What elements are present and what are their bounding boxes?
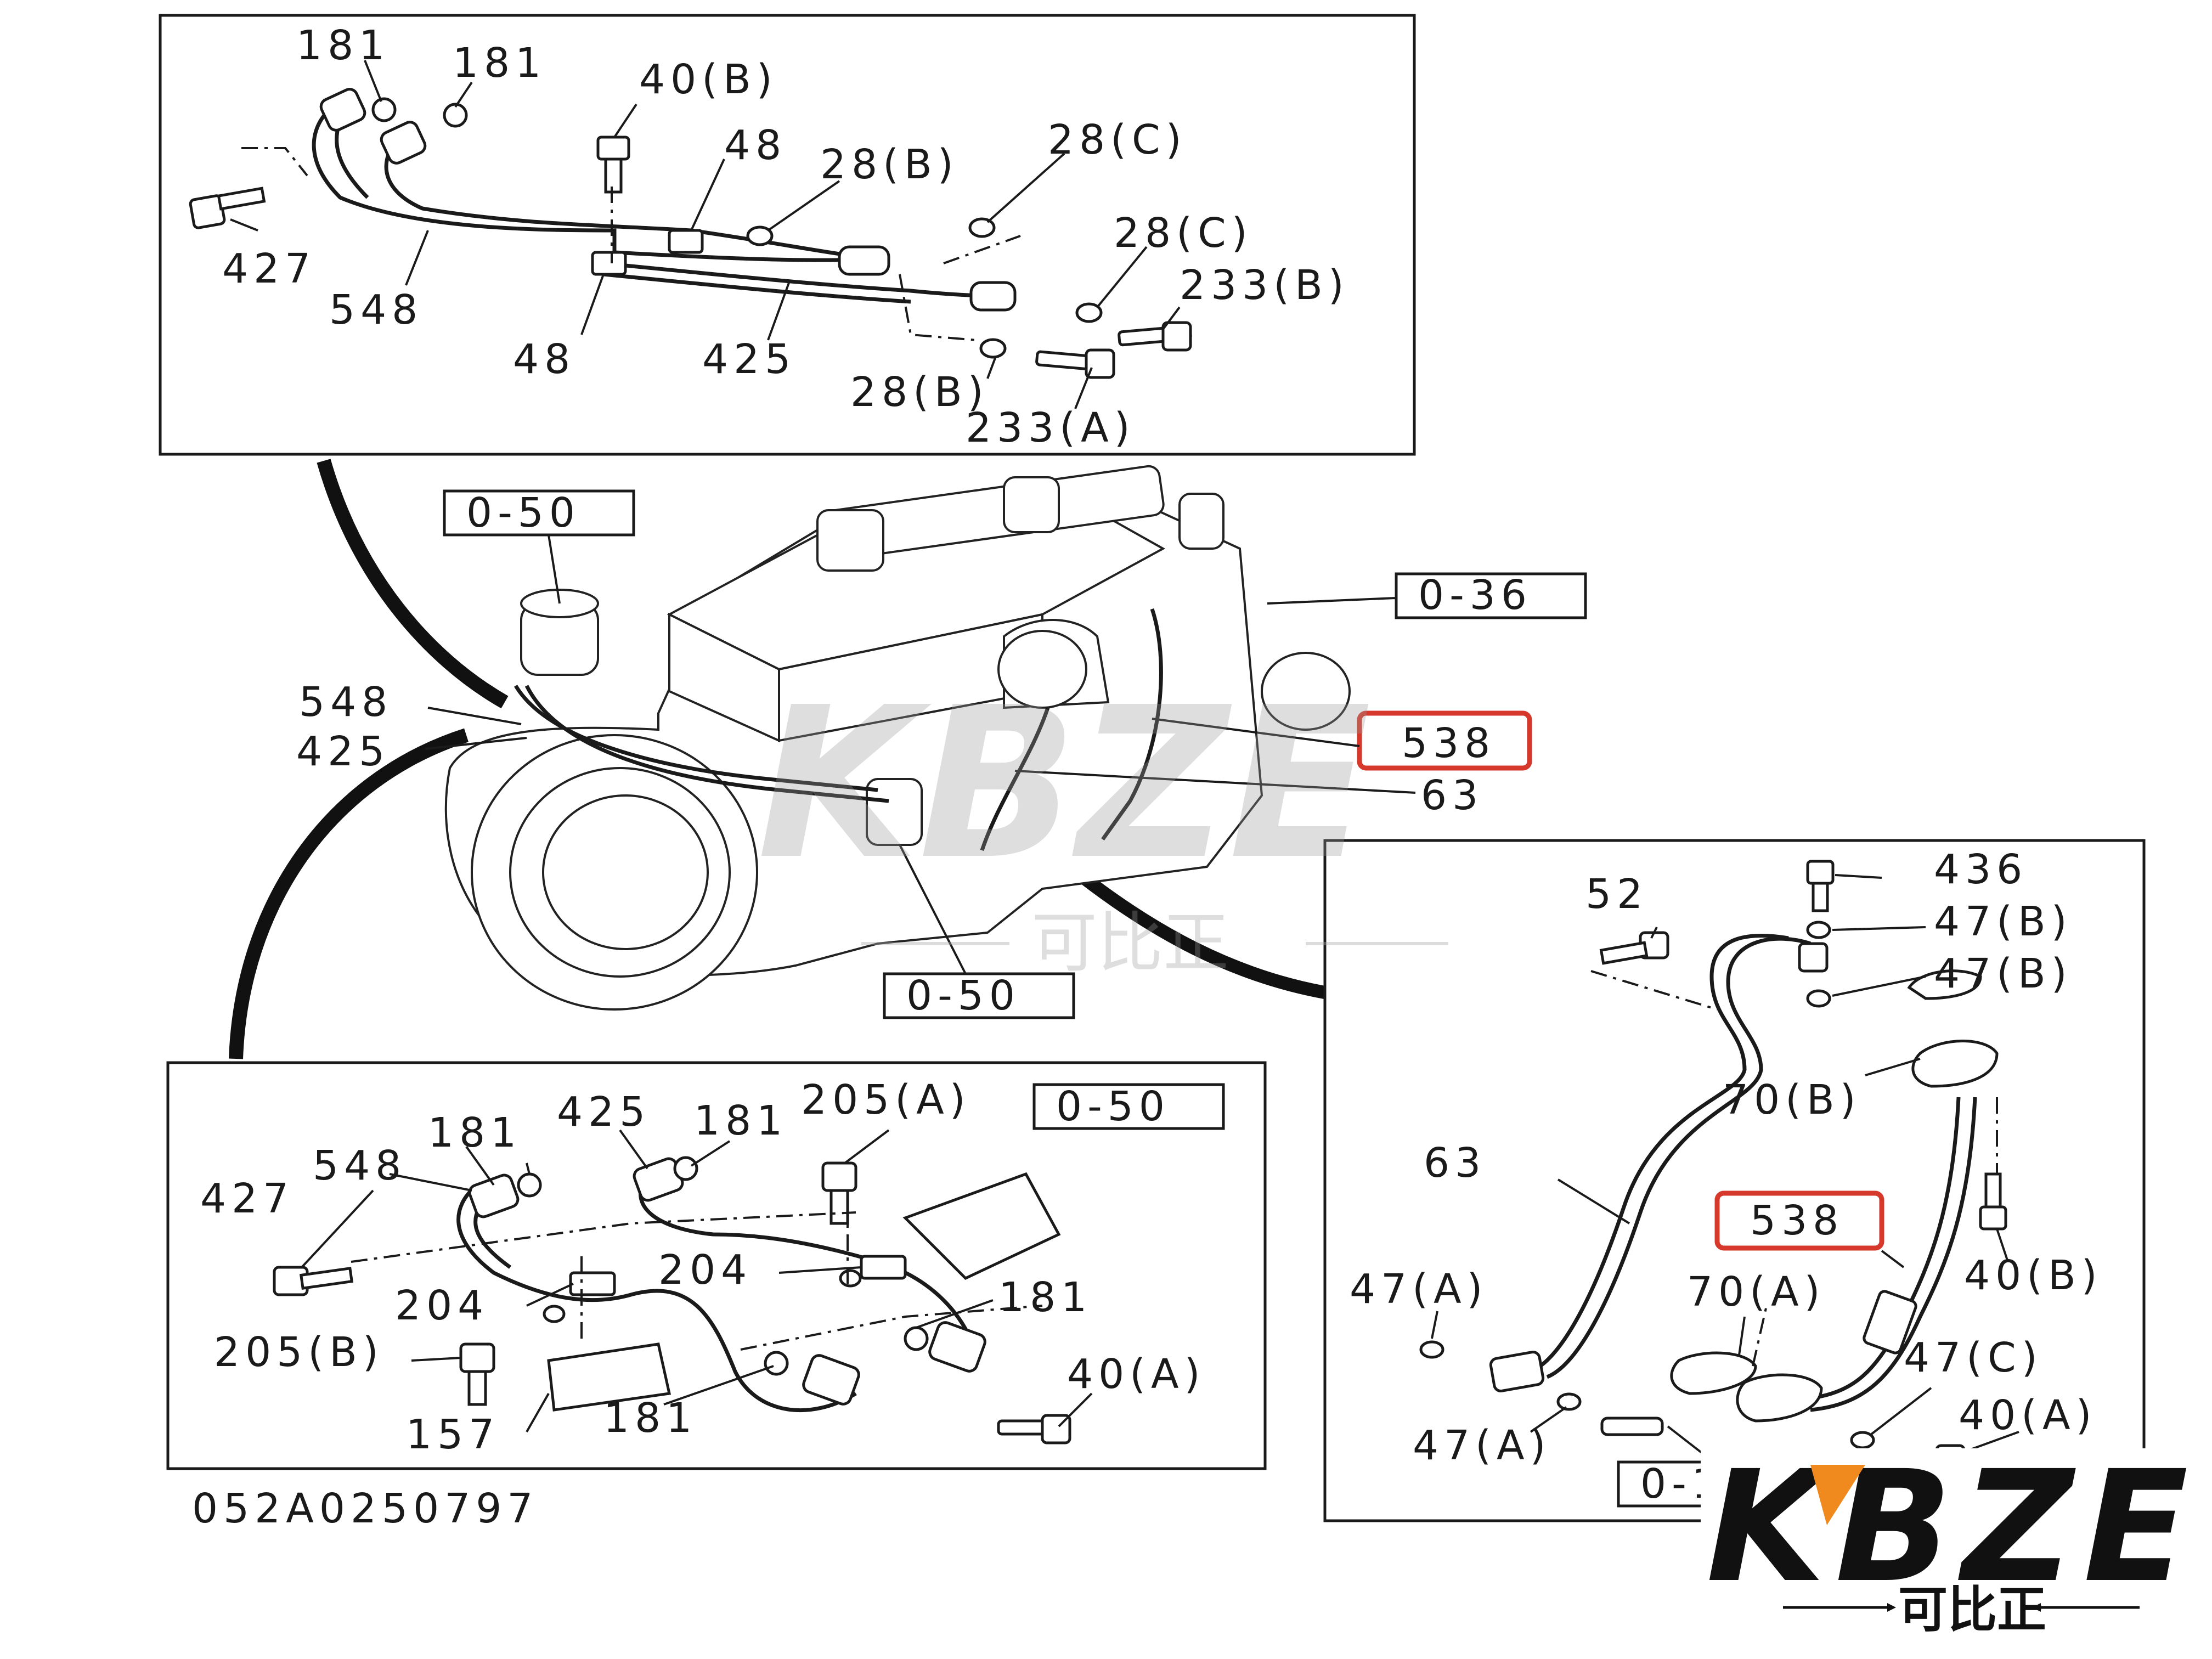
bl-label-181-d: 181	[603, 1395, 697, 1442]
bottom-left-detail-panel	[166, 1061, 1267, 1470]
watermark-brand-center: KBZE	[757, 662, 1371, 905]
callout-curve-right	[1065, 861, 1329, 1000]
center-label-548: 548	[299, 679, 393, 726]
corner-logo-brand: KBZE	[1706, 1438, 2198, 1617]
bl-label-427: 427	[200, 1175, 294, 1222]
bottom-left-drawing	[273, 1129, 1093, 1444]
top-label-28c-b: 28(C)	[1114, 210, 1253, 257]
bl-label-181-c: 181	[998, 1274, 1092, 1321]
bl-label-205b: 205(B)	[214, 1329, 384, 1376]
rp-label-47b-a: 47(B)	[1934, 898, 2073, 945]
rp-label-47a-b: 47(A)	[1413, 1422, 1551, 1469]
top-label-28b-b: 28(B)	[850, 369, 989, 416]
callout-curve-top	[317, 459, 509, 709]
ref-box-top-050	[443, 489, 635, 537]
bl-label-205a: 205(A)	[801, 1076, 971, 1124]
bl-label-157: 157	[406, 1411, 500, 1458]
top-label-48-a: 48	[724, 122, 787, 169]
rp-label-70a: 70(A)	[1687, 1268, 1826, 1316]
rp-label-63: 63	[1424, 1139, 1486, 1187]
top-label-548: 548	[329, 286, 423, 334]
top-label-181-a: 181	[296, 22, 390, 69]
right-panel-drawing	[1419, 860, 2019, 1475]
rp-label-47b-b: 47(B)	[1934, 950, 2073, 997]
corner-logo: KBZE 可比正	[1701, 1438, 2212, 1659]
rp-label-436: 436	[1934, 846, 2028, 893]
ref-top-050: 0-50	[466, 489, 580, 537]
rp-label-40a: 40(A)	[1959, 1392, 2097, 1439]
corner-logo-accent	[1810, 1465, 1865, 1525]
top-label-427: 427	[222, 245, 316, 292]
ref-box-right-036	[1395, 572, 1587, 619]
top-label-40b: 40(B)	[639, 56, 778, 103]
bl-label-40a: 40(A)	[1067, 1351, 1206, 1398]
bl-label-181-b: 181	[694, 1097, 788, 1144]
rp-label-47c: 47(C)	[1904, 1334, 2043, 1381]
top-detail-panel	[159, 14, 1416, 456]
ref-box-bl-050	[1032, 1083, 1225, 1130]
corner-logo-backdrop	[1701, 1448, 2212, 1659]
document-code: 052A0250797	[192, 1485, 538, 1532]
ref-box-bottom-050	[883, 972, 1075, 1019]
right-detail-panel	[1323, 839, 2146, 1522]
top-panel-drawing	[189, 60, 1192, 409]
highlight-box-538-center	[1357, 710, 1532, 771]
callout-curve-left	[229, 728, 469, 1059]
top-label-28c-a: 28(C)	[1048, 116, 1187, 163]
bl-label-425: 425	[557, 1088, 651, 1136]
center-label-63: 63	[1421, 772, 1483, 819]
top-label-181-b: 181	[453, 40, 546, 87]
top-label-48-b: 48	[513, 336, 575, 383]
rp-label-538: 538	[1750, 1197, 1844, 1244]
ref-bottom-050: 0-50	[906, 972, 1020, 1019]
engine-drawing	[444, 465, 1351, 1011]
center-label-425: 425	[296, 728, 390, 775]
bl-label-204-b: 204	[395, 1282, 489, 1329]
center-watermark: KBZE 可比正	[757, 662, 1448, 981]
top-label-28b-a: 28(B)	[820, 141, 959, 188]
highlight-box-538-right	[1714, 1190, 1884, 1251]
bl-label-548: 548	[313, 1142, 407, 1189]
ref-bl-050: 0-50	[1056, 1083, 1170, 1130]
rp-label-47a-a: 47(A)	[1350, 1266, 1488, 1313]
watermark-tagline-center: 可比正	[1031, 905, 1229, 981]
rp-label-52: 52	[1585, 871, 1648, 918]
top-label-425: 425	[702, 336, 796, 383]
rp-label-70b: 70(B)	[1723, 1076, 1861, 1124]
top-label-233a: 233(A)	[966, 404, 1136, 452]
bl-label-204-a: 204	[658, 1246, 752, 1294]
bl-label-181-a: 181	[428, 1109, 522, 1156]
center-label-538: 538	[1402, 720, 1496, 767]
corner-logo-tagline: 可比正	[1898, 1581, 2046, 1639]
rp-label-40b: 40(B)	[1964, 1252, 2103, 1299]
top-label-233b: 233(B)	[1180, 262, 1350, 309]
ref-right-036: 0-36	[1418, 572, 1532, 619]
